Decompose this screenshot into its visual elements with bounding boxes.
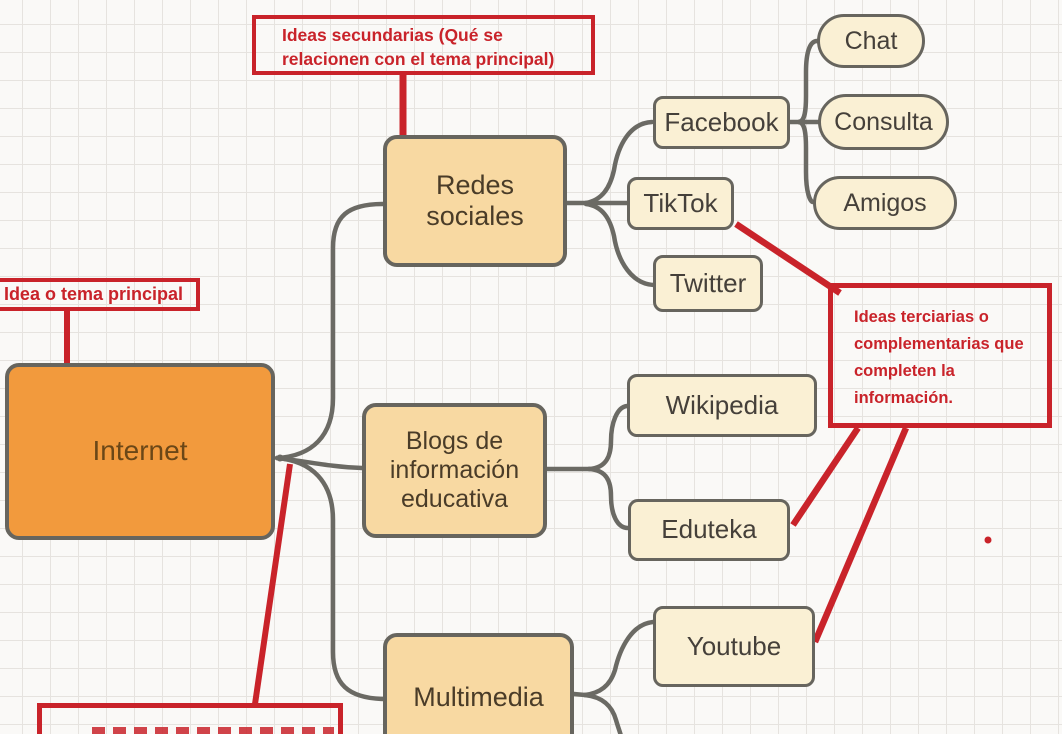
node-wikipedia[interactable]: Wikipedia [627, 374, 817, 437]
node-twitter[interactable]: Twitter [653, 255, 763, 312]
leader-tiktok-tertiary [734, 221, 842, 296]
node-facebook-label: Facebook [664, 106, 779, 137]
node-eduteka[interactable]: Eduteka [628, 499, 790, 561]
branch-redes-twitter [583, 201, 657, 288]
leader-tertiary-eduteka [790, 426, 861, 527]
node-blogs-label: Blogs de información educativa [389, 427, 520, 513]
leader-tertiary-youtube [812, 426, 909, 644]
node-youtube[interactable]: Youtube [653, 606, 815, 687]
annotation-secondary-text: Ideas secundarias (Qué se relacionen con… [282, 25, 555, 69]
node-tiktok[interactable]: TikTok [627, 177, 734, 230]
branch-redes-facebook [583, 119, 655, 206]
node-amigos[interactable]: Amigos [813, 176, 957, 230]
node-multimedia[interactable]: Multimedia [383, 633, 574, 734]
branch-multimedia-youtube [582, 619, 656, 698]
branch-facebook-amigos [796, 119, 816, 205]
node-twitter-label: Twitter [669, 267, 747, 298]
annotation-tertiary-text: Ideas terciarias o complementarias que c… [854, 308, 1024, 407]
node-multimedia-label: Multimedia [413, 682, 544, 713]
node-chat-label: Chat [844, 26, 898, 55]
annotation-main-idea-text: Idea o tema principal [3, 284, 183, 304]
node-youtube-label: Youtube [686, 630, 782, 661]
branch-blogs-eduteka [586, 466, 631, 531]
red-dot [984, 536, 992, 544]
branch-facebook-chat [796, 38, 820, 125]
node-chat[interactable]: Chat [817, 14, 925, 68]
node-amigos-label: Amigos [843, 188, 927, 217]
node-eduteka-label: Eduteka [661, 514, 757, 545]
branch-internet-multimedia [274, 455, 386, 702]
node-redes-label: Redes sociales [426, 169, 524, 231]
node-consulta[interactable]: Consulta [818, 94, 949, 150]
node-redes-sociales[interactable]: Redes sociales [383, 135, 567, 267]
annotation-main-idea[interactable]: Idea o tema principal [0, 278, 200, 311]
node-blogs[interactable]: Blogs de información educativa [362, 403, 547, 538]
annotation-bottom-clipped[interactable] [37, 703, 343, 734]
node-internet-label: Internet [92, 435, 188, 467]
leader-bottom [252, 463, 293, 705]
annotation-bottom-clipped-text [92, 727, 334, 734]
node-tiktok-label: TikTok [643, 187, 718, 218]
annotation-secondary-ideas[interactable]: Ideas secundarias (Qué se relacionen con… [252, 15, 595, 75]
branch-blogs-wikipedia [586, 403, 630, 472]
branch-multimedia-down [582, 692, 623, 734]
node-internet[interactable]: Internet [5, 363, 275, 540]
node-facebook[interactable]: Facebook [653, 96, 790, 149]
annotation-tertiary-ideas[interactable]: Ideas terciarias o complementarias que c… [828, 283, 1052, 428]
node-wikipedia-label: Wikipedia [665, 389, 779, 420]
branch-internet-redes [274, 201, 386, 461]
node-consulta-label: Consulta [834, 107, 933, 136]
branch-hub-dot [276, 454, 284, 462]
